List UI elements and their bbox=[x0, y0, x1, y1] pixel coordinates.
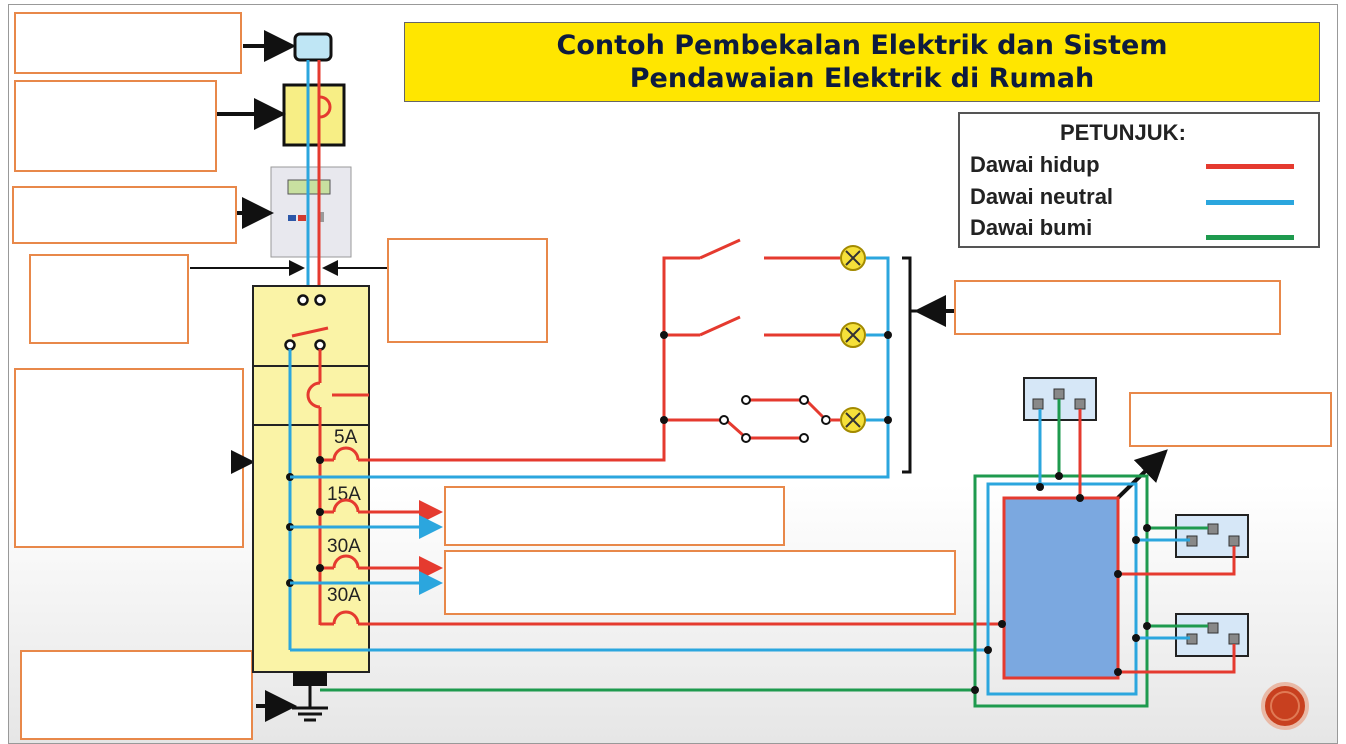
socket-right-2 bbox=[1175, 613, 1249, 657]
legend-label-neutral: Dawai neutral bbox=[970, 184, 1114, 209]
fuse-5a bbox=[332, 446, 360, 461]
blank-label-box-5[interactable] bbox=[387, 238, 548, 343]
lamp-3 bbox=[840, 407, 866, 433]
blank-label-box-2[interactable] bbox=[14, 80, 217, 172]
blank-label-box-10[interactable] bbox=[444, 486, 785, 546]
light-switch-1 bbox=[699, 238, 741, 260]
legend-line-neutral bbox=[1206, 200, 1294, 205]
legend-line-live bbox=[1206, 164, 1294, 169]
light-switch-2 bbox=[699, 315, 741, 337]
fuse-label-3: 30A bbox=[327, 536, 361, 557]
blank-label-box-4[interactable] bbox=[29, 254, 189, 344]
title-line-2: Pendawaian Elektrik di Rumah bbox=[629, 63, 1095, 94]
legend: PETUNJUK: Dawai hidup Dawai neutral Dawa… bbox=[958, 112, 1320, 248]
blank-label-box-7[interactable] bbox=[20, 650, 253, 740]
legend-label-earth: Dawai bumi bbox=[970, 215, 1093, 240]
consumer-unit bbox=[252, 285, 370, 686]
blank-label-box-3[interactable] bbox=[12, 186, 237, 244]
kwh-meter bbox=[270, 166, 352, 258]
blank-label-box-9[interactable] bbox=[1129, 392, 1332, 447]
socket-right-1 bbox=[1175, 514, 1249, 558]
ring-circuit-room bbox=[1002, 496, 1120, 680]
service-head bbox=[293, 32, 333, 62]
fuse-30a-1 bbox=[332, 554, 360, 569]
diagram-title: Contoh Pembekalan Elektrik dan Sistem Pe… bbox=[404, 22, 1320, 102]
earth-symbol bbox=[292, 706, 328, 722]
slide-nav-button[interactable] bbox=[1261, 682, 1309, 730]
fuse-30a-2 bbox=[332, 610, 360, 625]
lamp-1 bbox=[840, 245, 866, 271]
service-fuse-box bbox=[282, 83, 346, 147]
lamp-2 bbox=[840, 322, 866, 348]
blank-label-box-8[interactable] bbox=[954, 280, 1281, 335]
blank-label-box-1[interactable] bbox=[14, 12, 242, 74]
title-line-1: Contoh Pembekalan Elektrik dan Sistem bbox=[556, 30, 1168, 61]
blank-label-box-11[interactable] bbox=[444, 550, 956, 615]
lighting-bracket bbox=[902, 256, 918, 474]
legend-heading: PETUNJUK: bbox=[1060, 120, 1186, 145]
two-way-switch bbox=[719, 395, 831, 443]
fuse-label-4: 30A bbox=[327, 585, 361, 606]
legend-line-earth bbox=[1206, 235, 1294, 240]
fuse-15a bbox=[332, 498, 360, 513]
fuse-label-2: 15A bbox=[327, 484, 361, 505]
blank-label-box-6[interactable] bbox=[14, 368, 244, 548]
legend-label-live: Dawai hidup bbox=[970, 152, 1100, 177]
fuse-label-1: 5A bbox=[334, 427, 358, 448]
